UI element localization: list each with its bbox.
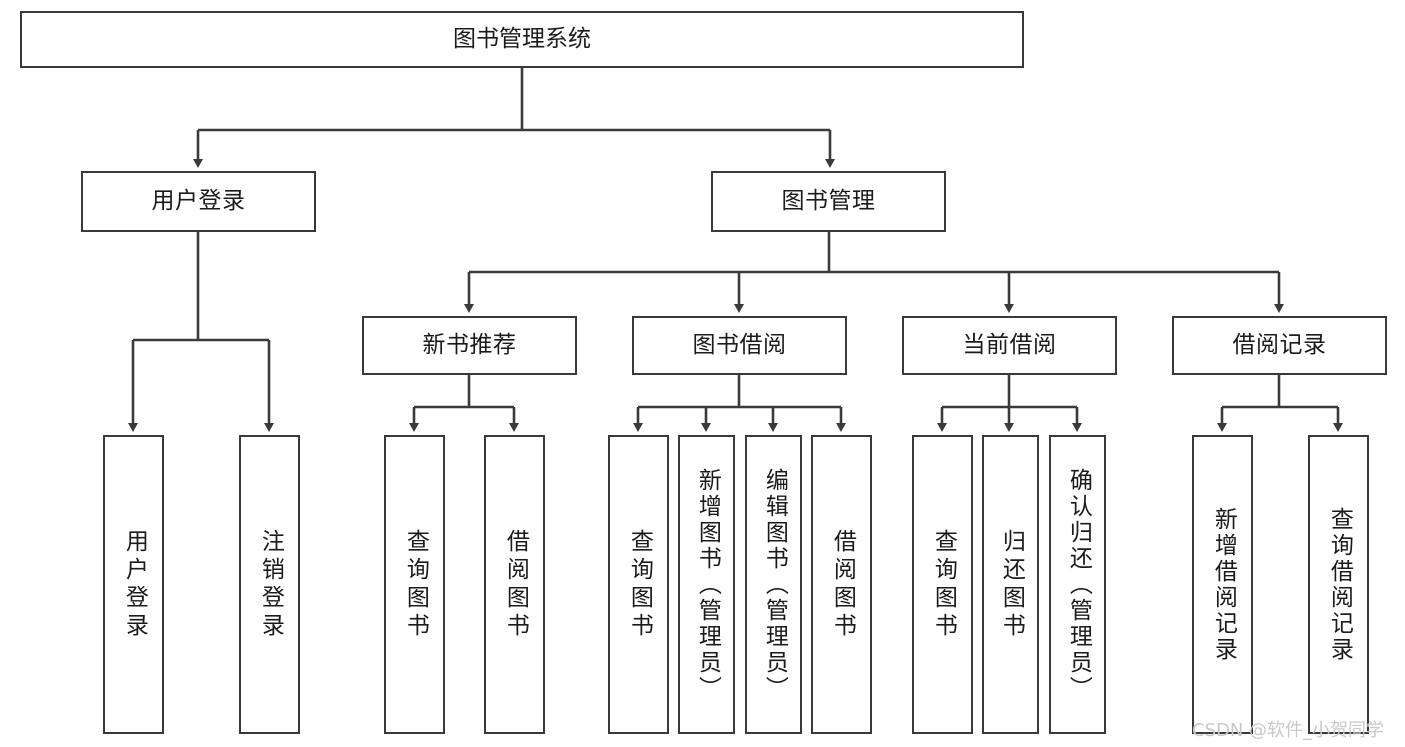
- node-root-system[interactable]: 图书管理系统: [20, 11, 1024, 68]
- node-label: 借阅图书: [829, 528, 856, 641]
- node-label: 新书推荐: [422, 331, 517, 358]
- node-leaf-query-record[interactable]: 查询借阅记录: [1308, 435, 1369, 734]
- node-label: 查询借阅记录: [1326, 506, 1353, 663]
- node-label: 用户登录: [151, 187, 246, 214]
- node-label: 图书管理: [781, 187, 876, 214]
- node-label: 借阅记录: [1232, 331, 1327, 358]
- node-label: 注销登录: [257, 528, 284, 641]
- node-label: 新增图书（管理员）: [694, 467, 721, 702]
- node-leaf-user-login[interactable]: 用户登录: [103, 435, 164, 734]
- node-leaf-confirm-return[interactable]: 确认归还（管理员）: [1049, 435, 1106, 734]
- node-leaf-add-book[interactable]: 新增图书（管理员）: [678, 435, 735, 734]
- node-label: 查询图书: [930, 528, 957, 641]
- node-label: 当前借阅: [962, 331, 1057, 358]
- node-label: 查询图书: [626, 528, 653, 641]
- node-label: 借阅图书: [502, 528, 529, 641]
- node-label: 新增借阅记录: [1210, 506, 1237, 663]
- node-label: 编辑图书（管理员）: [761, 467, 788, 702]
- node-user-login[interactable]: 用户登录: [81, 171, 316, 232]
- node-leaf-rec-borrow[interactable]: 借阅图书: [484, 435, 545, 734]
- node-new-book-rec[interactable]: 新书推荐: [362, 316, 577, 375]
- node-leaf-add-record[interactable]: 新增借阅记录: [1192, 435, 1253, 734]
- node-leaf-rec-query[interactable]: 查询图书: [384, 435, 445, 734]
- node-leaf-logout[interactable]: 注销登录: [239, 435, 300, 734]
- node-borrow-record[interactable]: 借阅记录: [1172, 316, 1387, 375]
- node-book-manage[interactable]: 图书管理: [711, 171, 946, 232]
- node-leaf-cur-query[interactable]: 查询图书: [912, 435, 973, 734]
- node-leaf-return-book[interactable]: 归还图书: [982, 435, 1039, 734]
- node-label: 查询图书: [402, 528, 429, 641]
- node-label: 图书管理系统: [453, 25, 591, 52]
- node-label: 归还图书: [998, 528, 1025, 641]
- csdn-watermark: CSDN @软件_小贺同学: [1192, 720, 1385, 741]
- node-label: 确认归还（管理员）: [1065, 467, 1092, 702]
- node-label: 图书借阅: [692, 331, 787, 358]
- node-leaf-borrow-book[interactable]: 借阅图书: [811, 435, 872, 734]
- node-label: 用户登录: [121, 528, 148, 641]
- node-book-borrow[interactable]: 图书借阅: [632, 316, 847, 375]
- node-current-borrow[interactable]: 当前借阅: [902, 316, 1117, 375]
- node-leaf-edit-book[interactable]: 编辑图书（管理员）: [745, 435, 802, 734]
- node-leaf-borrow-query[interactable]: 查询图书: [608, 435, 669, 734]
